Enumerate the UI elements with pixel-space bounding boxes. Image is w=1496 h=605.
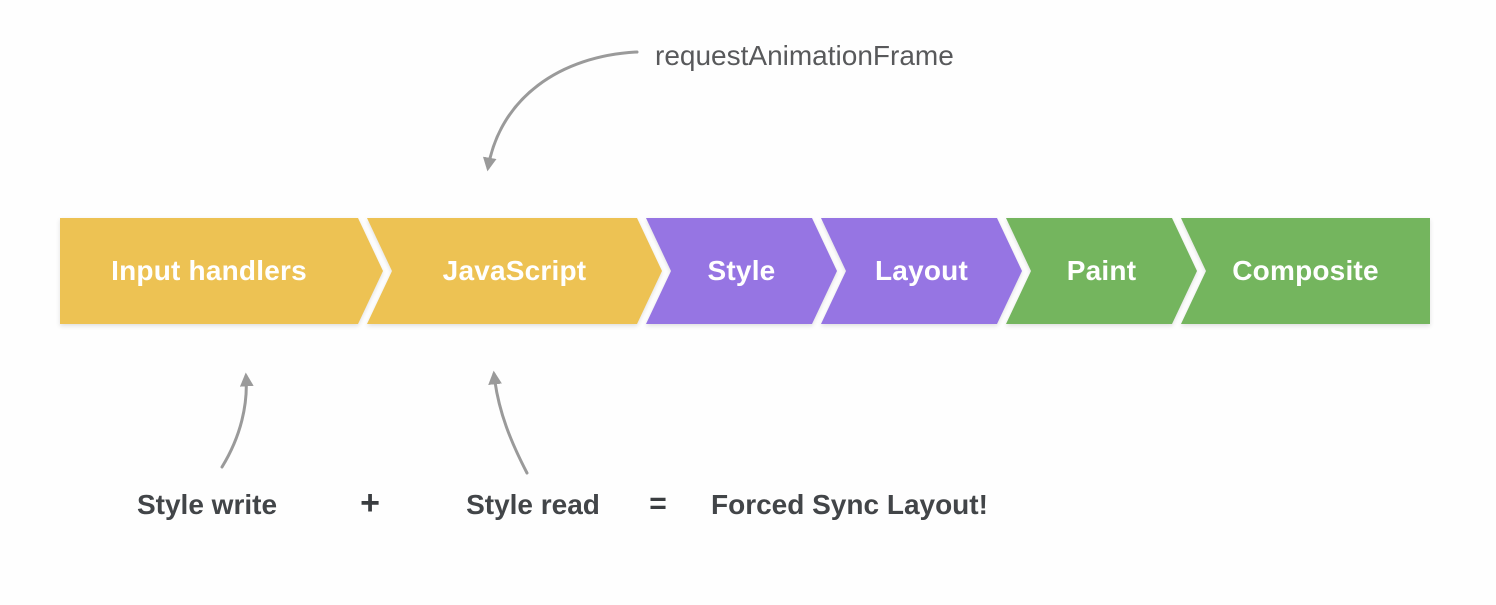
equals-sign: = — [649, 487, 667, 520]
pipeline-step-style: Style — [646, 218, 837, 324]
pipeline-step-shape: Layout — [821, 218, 1022, 324]
pipeline-step-shape: JavaScript — [367, 218, 662, 324]
style-read-arrow — [488, 370, 529, 475]
pipeline-step-label: Composite — [1232, 255, 1379, 286]
forced-sync-layout-label: Forced Sync Layout! — [711, 489, 988, 520]
pipeline-step-label: Paint — [1066, 255, 1137, 286]
style-write-label: Style write — [136, 489, 278, 520]
pipeline-step-label: Input handlers — [111, 255, 307, 286]
style-read-label: Style read — [466, 489, 600, 520]
raf-annotation-label: requestAnimationFrame — [655, 40, 954, 71]
pipeline-step-shape: Paint — [1006, 218, 1197, 324]
pipeline-step-label: Style — [707, 255, 776, 286]
pipeline-step-input-handlers: Input handlers — [60, 218, 383, 324]
pipeline-step-label: JavaScript — [442, 255, 587, 286]
pipeline-step-paint: Paint — [1006, 218, 1197, 324]
plus-sign: + — [360, 484, 380, 522]
pipeline-step-label: Layout — [875, 255, 968, 286]
style-write-arrow — [220, 372, 254, 469]
pipeline-step-javascript: JavaScript — [367, 218, 662, 324]
pipeline-step-shape: Style — [646, 218, 837, 324]
pipeline-step-composite: Composite — [1181, 218, 1430, 324]
pipeline-step-shape: Input handlers — [60, 218, 383, 324]
pipeline-step-layout: Layout — [821, 218, 1022, 324]
raf-arrow — [482, 50, 639, 172]
pipeline-step-shape: Composite — [1181, 218, 1430, 324]
